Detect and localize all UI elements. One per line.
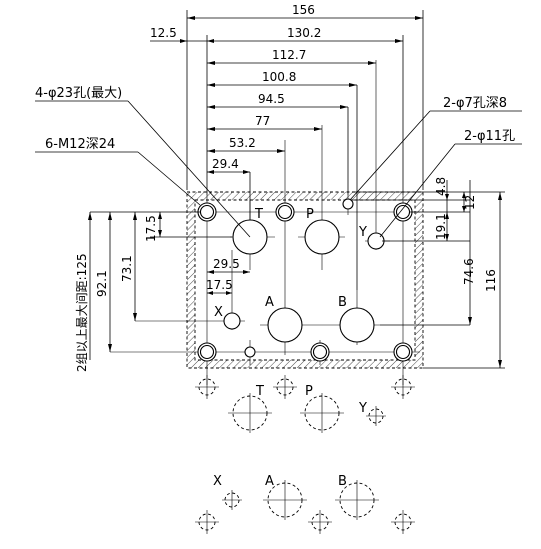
lower-port-y [366, 406, 386, 426]
right-dimensions: 4.8 12 19.1 74.6 116 [352, 177, 505, 369]
pin-hole-top [342, 198, 354, 210]
dim-4-8: 4.8 [434, 177, 448, 196]
port-a-hole [267, 307, 303, 343]
top-dimensions: 156 12.5 130.2 112.7 100.8 94.5 77 [150, 3, 424, 290]
thread-top-left [197, 202, 217, 222]
lower-thread-top-mid [273, 375, 297, 399]
lower-thread-bottom-left [195, 510, 219, 534]
holes [197, 198, 413, 362]
thread-top-right [393, 202, 413, 222]
lower-thread-top-right [391, 375, 415, 399]
dim-92-1: 92.1 [95, 270, 109, 297]
port-p-label: P [306, 207, 314, 222]
thread-bottom-right [393, 342, 413, 362]
dim-17-5: 17.5 [144, 215, 158, 242]
port-a-label: A [265, 295, 274, 310]
dim-77: 77 [255, 114, 270, 128]
dim-29-5: 29.5 [213, 257, 240, 271]
callout-threads-m12: 6-M12深24 [45, 137, 115, 152]
lower-port-x-label: X [213, 474, 222, 489]
callouts: 4-φ23孔(最大) 6-M12深24 2-φ7孔深8 2-φ11孔 [35, 86, 522, 238]
dim-74-6: 74.6 [462, 258, 476, 285]
lower-thread-bottom-mid [308, 510, 332, 534]
lower-port-p [300, 393, 344, 433]
dim-19-1: 19.1 [434, 213, 448, 240]
thread-bottom-left [197, 342, 217, 362]
left-dimensions: 17.5 73.1 92.1 2组以上最大间距:125 [75, 211, 232, 372]
dim-100-8: 100.8 [262, 70, 296, 84]
callout-holes-23: 4-φ23孔(最大) [35, 86, 122, 101]
thread-top-middle [275, 202, 295, 222]
port-y-label: Y [358, 225, 367, 240]
dim-12-5: 12.5 [150, 26, 177, 40]
dim-130-2: 130.2 [287, 26, 321, 40]
lower-port-a-label: A [265, 474, 274, 489]
lower-port-b-label: B [338, 474, 347, 489]
port-labels-main: T P Y X A B [214, 207, 367, 320]
lower-port-y-label: Y [358, 401, 367, 416]
dim-156: 156 [292, 3, 315, 17]
lower-thread-top-left [195, 375, 219, 399]
lower-thread-bottom-right [391, 510, 415, 534]
port-x-hole [223, 312, 241, 330]
port-b-label: B [338, 295, 347, 310]
mounting-plate [186, 191, 424, 369]
dim-29-4: 29.4 [212, 157, 239, 171]
port-t-label: T [254, 207, 263, 222]
lower-port-b [335, 480, 379, 520]
lower-port-a [263, 480, 307, 520]
lower-port-view: T P Y X A B [195, 375, 415, 534]
inner-dimensions: 29.5 17.5 [206, 257, 250, 295]
lower-port-x [222, 490, 242, 510]
callout-holes-7: 2-φ7孔深8 [443, 96, 507, 111]
dim-73-1: 73.1 [120, 255, 134, 282]
lower-port-p-label: P [305, 384, 313, 399]
pin-hole-bottom [244, 346, 256, 358]
dim-17-5-x: 17.5 [206, 278, 233, 292]
port-b-hole [339, 307, 375, 343]
dim-112-7: 112.7 [272, 48, 306, 62]
lower-port-t [228, 393, 272, 433]
callout-holes-11: 2-φ11孔 [464, 129, 515, 144]
thread-bottom-middle [310, 342, 330, 362]
port-p-hole [304, 219, 340, 255]
lower-port-t-label: T [255, 384, 264, 399]
dim-125-note: 2组以上最大间距:125 [75, 253, 89, 372]
dim-53-2: 53.2 [229, 136, 256, 150]
dim-116: 116 [484, 269, 498, 292]
port-x-label: X [214, 305, 223, 320]
dim-94-5: 94.5 [258, 92, 285, 106]
